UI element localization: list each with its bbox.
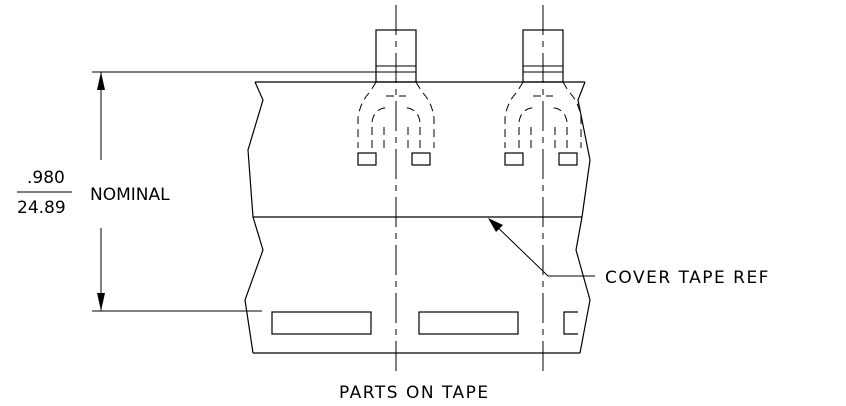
dimension-arrow-bottom bbox=[97, 293, 105, 311]
part-1-lead-pad-left bbox=[357, 152, 377, 166]
height-dimension: .980 24.89 NOMINAL bbox=[17, 71, 376, 312]
part-2-lead-pad-right bbox=[558, 152, 578, 166]
sprocket-holes bbox=[271, 311, 578, 335]
right-break-line bbox=[575, 81, 591, 354]
cover-tape-label: COVER TAPE REF bbox=[605, 268, 770, 288]
part-2-lead-pad-left bbox=[504, 152, 524, 166]
leader-line-cover-tape bbox=[489, 219, 595, 277]
leader-arrowhead bbox=[488, 218, 503, 232]
component-part-2 bbox=[504, 29, 582, 166]
sprocket-hole-2 bbox=[418, 311, 519, 335]
dimension-arrow-top bbox=[97, 72, 105, 90]
sprocket-hole-1 bbox=[271, 311, 372, 335]
dimension-qualifier: NOMINAL bbox=[90, 185, 170, 205]
part-1-body bbox=[375, 29, 417, 83]
part-1-lead-pad-right bbox=[411, 152, 431, 166]
component-part-1 bbox=[357, 29, 435, 166]
dimension-mm-value: 24.89 bbox=[17, 198, 66, 218]
cover-tape-callout: COVER TAPE REF bbox=[488, 218, 770, 288]
drawing-caption: PARTS ON TAPE bbox=[339, 383, 490, 403]
centerlines bbox=[395, 5, 544, 372]
sprocket-hole-partial bbox=[563, 311, 578, 335]
part-2-body bbox=[522, 29, 564, 83]
left-break-line bbox=[244, 81, 264, 354]
dimension-inch-value: .980 bbox=[27, 168, 65, 188]
